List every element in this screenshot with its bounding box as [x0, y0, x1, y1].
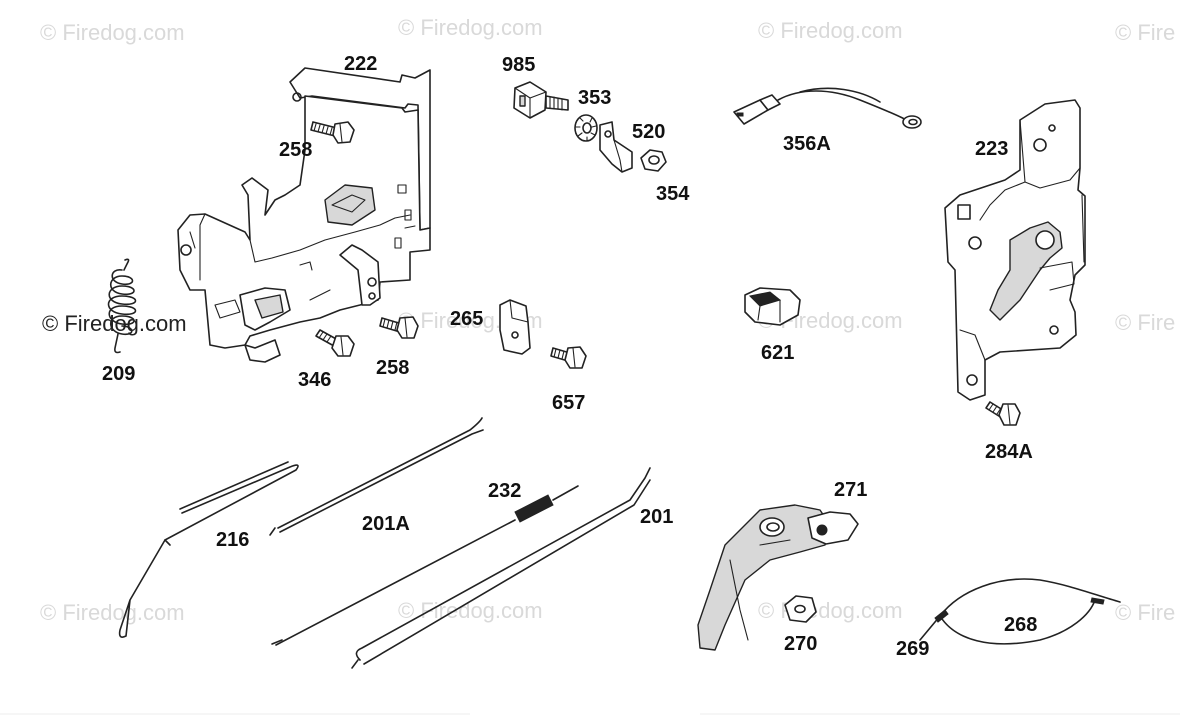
- label-201a: 201A: [362, 513, 410, 535]
- watermark-dark: © Firedog.com: [42, 311, 187, 336]
- part-258-screw-upper: [310, 121, 355, 144]
- label-621: 621: [761, 342, 794, 364]
- label-270: 270: [784, 633, 817, 655]
- part-201a-rod: [269, 417, 484, 536]
- label-268: 268: [1004, 614, 1037, 636]
- label-985: 985: [502, 54, 535, 76]
- part-520-terminal: [599, 121, 633, 173]
- label-265: 265: [450, 308, 483, 330]
- label-209: 209: [102, 363, 135, 385]
- label-232: 232: [488, 480, 521, 502]
- part-354-nut: [640, 149, 667, 172]
- label-354: 354: [656, 183, 690, 205]
- part-356a-ground-wire: [733, 87, 922, 129]
- part-270-nut: [784, 595, 817, 623]
- part-268-cable: [919, 578, 1121, 645]
- part-985-switch: [513, 81, 569, 119]
- part-258-screw-lower: [379, 316, 419, 339]
- part-232-spring-rod: [271, 485, 579, 646]
- label-353: 353: [578, 87, 611, 109]
- label-520: 520: [632, 121, 665, 143]
- label-216: 216: [216, 529, 249, 551]
- label-346: 346: [298, 369, 331, 391]
- label-657: 657: [552, 392, 585, 414]
- watermark: © Fire: [1115, 310, 1175, 335]
- part-labels: 222 258 209 346 258 985 353 520 354 356A…: [102, 53, 1037, 660]
- part-353-star-washer: [574, 114, 598, 142]
- part-201-rod: [351, 467, 651, 669]
- part-271-governor-lever: [697, 504, 859, 651]
- label-222: 222: [344, 53, 377, 75]
- label-271: 271: [834, 479, 867, 501]
- label-223: 223: [975, 138, 1008, 160]
- label-201: 201: [640, 506, 673, 528]
- watermark: © Firedog.com: [40, 20, 185, 45]
- label-269: 269: [896, 638, 929, 660]
- label-258: 258: [376, 357, 409, 379]
- label-284a: 284A: [985, 441, 1033, 463]
- watermarks: © Firedog.com © Firedog.com © Firedog.co…: [40, 15, 1175, 625]
- part-209-spring: [107, 258, 137, 354]
- label-356a: 356A: [783, 133, 831, 155]
- part-216-rod: [118, 461, 299, 638]
- watermark: © Firedog.com: [758, 598, 903, 623]
- watermark: © Firedog.com: [758, 18, 903, 43]
- part-621-cable-clip: [744, 287, 801, 326]
- part-265-clip: [499, 299, 531, 355]
- part-223-control-plate: [944, 99, 1086, 401]
- part-657-screw: [550, 346, 587, 369]
- watermark: © Firedog.com: [40, 600, 185, 625]
- label-258: 258: [279, 139, 312, 161]
- part-222-control-bracket: [177, 67, 431, 363]
- watermark: © Fire: [1115, 20, 1175, 45]
- part-346-bolt: [315, 329, 355, 357]
- watermark: © Fire: [1115, 600, 1175, 625]
- part-284a-bolt: [985, 401, 1021, 426]
- watermark: © Firedog.com: [398, 15, 543, 40]
